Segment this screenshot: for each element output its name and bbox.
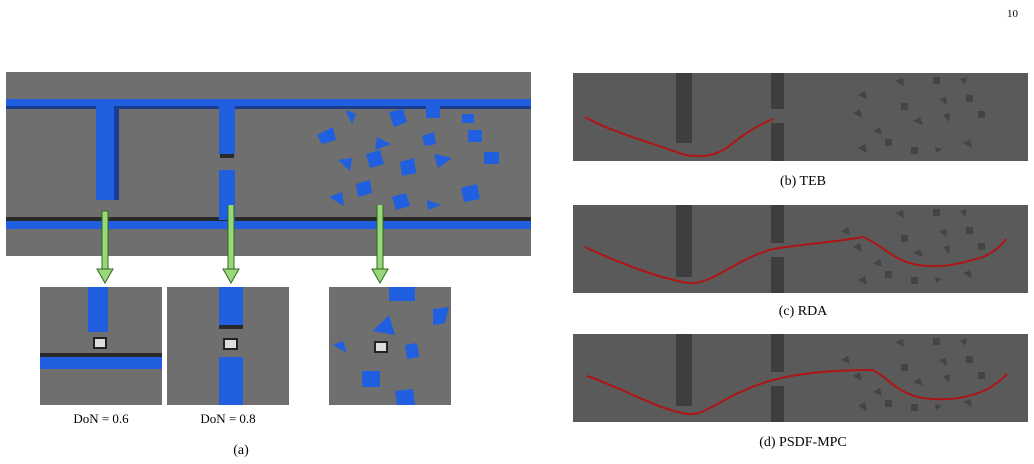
caption-d: (d) PSDF-MPC (759, 435, 847, 450)
caption-b: (b) TEB (779, 174, 826, 189)
zoom-panel-don-08 (167, 287, 289, 405)
don-label-left: DoN = 0.6 (73, 411, 129, 426)
caption-a: (a) (233, 443, 249, 458)
panel-teb (573, 73, 1028, 161)
don-label-mid: DoN = 0.8 (200, 411, 256, 426)
zoom-panel-obstacles (329, 287, 451, 405)
caption-c: (c) RDA (778, 304, 828, 319)
page-number: 10 (1007, 8, 1018, 20)
panel-psdf-mpc (573, 334, 1028, 422)
main-scene-image (6, 72, 531, 256)
panel-rda (573, 205, 1028, 293)
callout-arrows (96, 205, 389, 285)
zoom-panel-don-06 (40, 287, 162, 405)
